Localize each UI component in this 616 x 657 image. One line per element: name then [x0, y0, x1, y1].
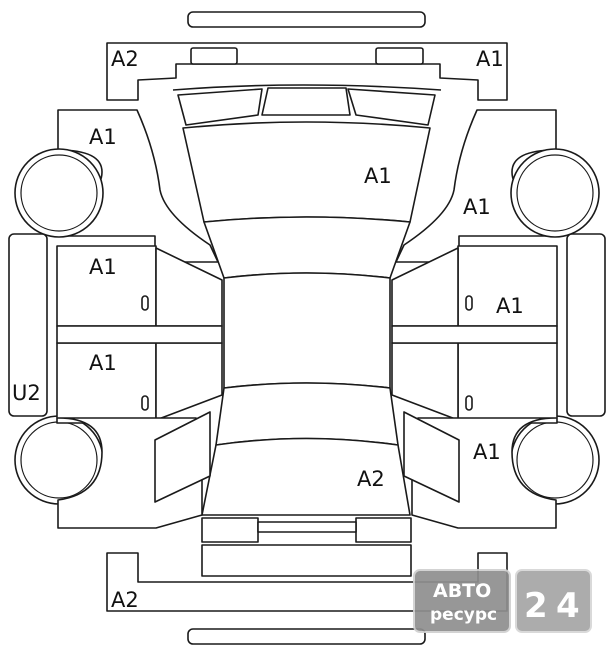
rear-panel — [257, 521, 357, 533]
right-headlight — [347, 88, 436, 126]
code-trunk: A2 — [357, 467, 385, 491]
code-rear-bumper: A2 — [111, 588, 139, 612]
logo-line1: АВТО — [433, 580, 491, 602]
code-front-bumper-right: A1 — [476, 47, 504, 71]
right-front-door — [457, 245, 558, 327]
left-front-door — [56, 245, 157, 327]
logo-digit-1: 2 — [524, 586, 548, 626]
code-right-front-fender: A1 — [463, 195, 491, 219]
right-front-door-handle — [465, 295, 473, 311]
rear-window — [215, 382, 399, 446]
right-sill — [566, 233, 606, 417]
avtoresurs24-logo: АВТО ресурс 2 4 — [413, 569, 592, 633]
trunk-lid — [201, 437, 411, 516]
code-left-front-door: A1 — [89, 255, 117, 279]
logo-line2: ресурс — [430, 605, 497, 625]
right-rear-door-handle — [465, 395, 473, 411]
left-front-door-handle — [141, 295, 149, 311]
roof-panel — [223, 272, 391, 389]
hood-panel — [182, 121, 431, 223]
front-grille-bar — [172, 84, 442, 91]
left-rear-door-handle — [141, 395, 149, 411]
right-tail-light — [355, 517, 412, 543]
rear-license-area — [201, 544, 412, 577]
left-front-wheel — [14, 148, 104, 238]
code-right-front-door: A1 — [496, 294, 524, 318]
left-fog-light — [190, 47, 238, 65]
right-front-wheel — [510, 148, 600, 238]
left-front-fender — [57, 109, 219, 263]
left-b-pillar — [56, 325, 223, 344]
front-bumper-strip — [187, 11, 426, 28]
left-tail-light — [201, 517, 259, 543]
right-front-fender — [395, 109, 557, 263]
rear-bumper-strip — [187, 628, 426, 645]
code-left-sill: U2 — [12, 381, 41, 405]
left-sill — [8, 233, 48, 417]
right-rear-quarter-window — [403, 411, 460, 503]
right-rear-door — [457, 342, 558, 424]
center-grille — [261, 87, 351, 116]
code-hood: A1 — [364, 164, 392, 188]
windshield — [203, 216, 411, 279]
code-left-rear-door: A1 — [89, 351, 117, 375]
code-left-front-fender: A1 — [89, 125, 117, 149]
code-right-quarter: A1 — [473, 440, 501, 464]
left-headlight — [177, 88, 263, 126]
left-rear-window — [155, 342, 223, 421]
left-rear-quarter-window — [154, 411, 211, 503]
rear-bumper — [106, 552, 508, 612]
right-fog-light — [375, 47, 424, 65]
logo-digit-2: 4 — [556, 586, 580, 626]
code-front-bumper-left: A2 — [111, 47, 139, 71]
right-b-pillar — [391, 325, 558, 344]
right-rear-window — [391, 342, 459, 421]
